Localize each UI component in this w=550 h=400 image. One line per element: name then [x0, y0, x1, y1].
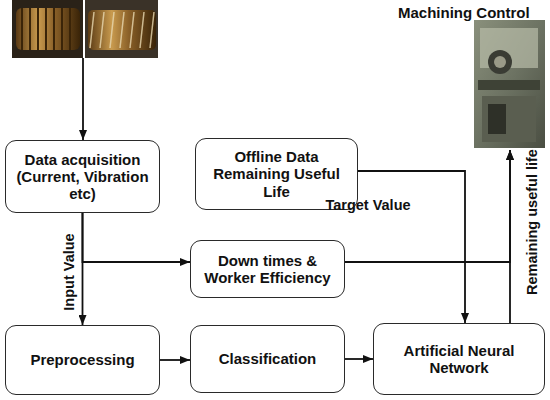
process-box: Classification — [190, 325, 345, 393]
flow-arrow — [509, 150, 511, 323]
edge-label: Remaining useful life — [524, 149, 540, 295]
box-text: Offline Data Remaining Useful Life — [202, 148, 351, 200]
model-box: Artificial Neural Network — [373, 323, 545, 395]
box-text: Preprocessing — [30, 351, 134, 368]
box-text: Down times & Worker Efficiency — [197, 252, 338, 287]
flow-arrow — [83, 213, 191, 262]
process-box: Down times & Worker Efficiency — [190, 240, 345, 298]
box-text: Data acquisition (Current, Vibration etc… — [12, 151, 153, 203]
tool-photo — [12, 0, 158, 58]
box-text: Classification — [219, 350, 317, 367]
flow-arrow — [345, 358, 373, 360]
flow-arrow — [160, 359, 190, 361]
flow-arrow — [358, 171, 465, 323]
box-text: Artificial Neural Network — [380, 342, 538, 377]
heading-text: Machining Control — [392, 2, 548, 21]
input-arrow — [82, 58, 84, 140]
process-box: Preprocessing — [5, 325, 160, 395]
edge-label: Input Value — [61, 233, 77, 310]
machine-photo — [474, 20, 545, 148]
machine-heading: Machining Control — [392, 2, 548, 150]
process-box: Data acquisition (Current, Vibration etc… — [5, 140, 160, 213]
edge-label: Target Value — [325, 197, 410, 213]
